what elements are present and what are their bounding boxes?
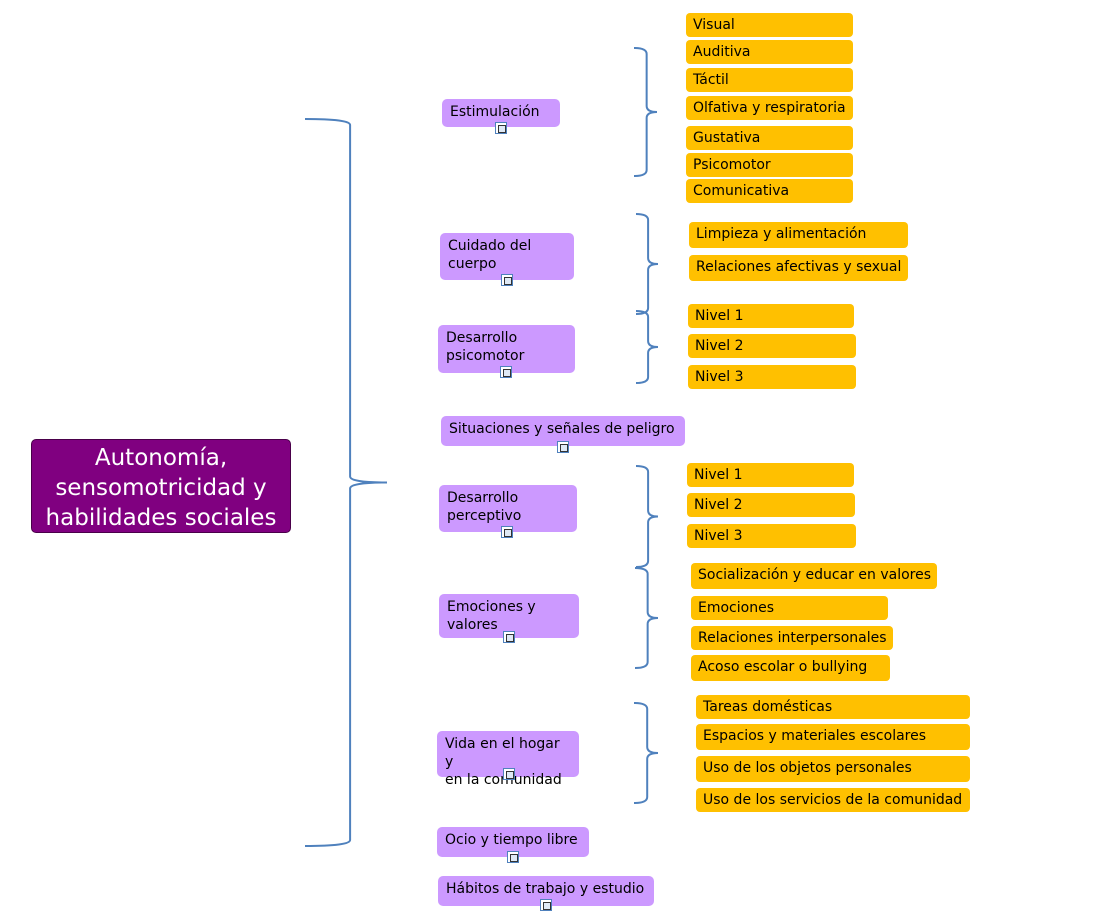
note-icon[interactable]: [540, 899, 552, 911]
leaf-topic[interactable]: Espacios y materiales escolares: [696, 724, 970, 750]
note-icon[interactable]: [501, 526, 513, 538]
curly-bracket: [635, 310, 659, 384]
branch-topic[interactable]: Desarrollo perceptivo: [439, 485, 577, 532]
curly-bracket: [304, 118, 388, 847]
note-icon[interactable]: [507, 851, 519, 863]
curly-bracket: [635, 465, 659, 568]
leaf-topic[interactable]: Tareas domésticas: [696, 695, 970, 719]
branch-topic[interactable]: Desarrollo psicomotor: [438, 325, 575, 373]
note-icon[interactable]: [495, 122, 507, 134]
leaf-topic[interactable]: Acoso escolar o bullying: [691, 655, 890, 681]
leaf-topic[interactable]: Nivel 1: [688, 304, 854, 328]
branch-topic[interactable]: Situaciones y señales de peligro: [441, 416, 685, 446]
leaf-topic[interactable]: Nivel 2: [687, 493, 855, 517]
leaf-topic[interactable]: Socialización y educar en valores: [691, 563, 937, 589]
curly-bracket: [633, 702, 659, 804]
leaf-topic[interactable]: Nivel 1: [687, 463, 854, 487]
leaf-topic[interactable]: Limpieza y alimentación: [689, 222, 908, 248]
leaf-topic[interactable]: Auditiva: [686, 40, 853, 64]
leaf-topic[interactable]: Emociones: [691, 596, 888, 620]
branch-topic[interactable]: Cuidado del cuerpo: [440, 233, 574, 280]
leaf-topic[interactable]: Relaciones afectivas y sexual: [689, 255, 908, 281]
root-topic[interactable]: Autonomía, sensomotricidad y habilidades…: [31, 439, 291, 533]
leaf-topic[interactable]: Comunicativa: [686, 179, 853, 203]
curly-bracket: [633, 47, 658, 177]
note-icon[interactable]: [557, 441, 569, 453]
curly-bracket: [634, 567, 659, 669]
leaf-topic[interactable]: Uso de los servicios de la comunidad: [696, 788, 970, 812]
note-icon[interactable]: [503, 631, 515, 643]
leaf-topic[interactable]: Olfativa y respiratoria: [686, 96, 853, 120]
leaf-topic[interactable]: Nivel 3: [687, 524, 856, 548]
leaf-topic[interactable]: Nivel 2: [688, 334, 856, 358]
leaf-topic[interactable]: Visual: [686, 13, 853, 37]
leaf-topic[interactable]: Relaciones interpersonales: [691, 626, 893, 650]
leaf-topic[interactable]: Psicomotor: [686, 153, 853, 177]
note-icon[interactable]: [501, 274, 513, 286]
curly-bracket: [635, 213, 659, 315]
branch-topic[interactable]: Emociones y valores: [439, 594, 579, 638]
leaf-topic[interactable]: Uso de los objetos personales: [696, 756, 970, 782]
leaf-topic[interactable]: Gustativa: [686, 126, 853, 150]
leaf-topic[interactable]: Táctil: [686, 68, 853, 92]
note-icon[interactable]: [500, 366, 512, 378]
leaf-topic[interactable]: Nivel 3: [688, 365, 856, 389]
note-icon[interactable]: [503, 768, 515, 780]
